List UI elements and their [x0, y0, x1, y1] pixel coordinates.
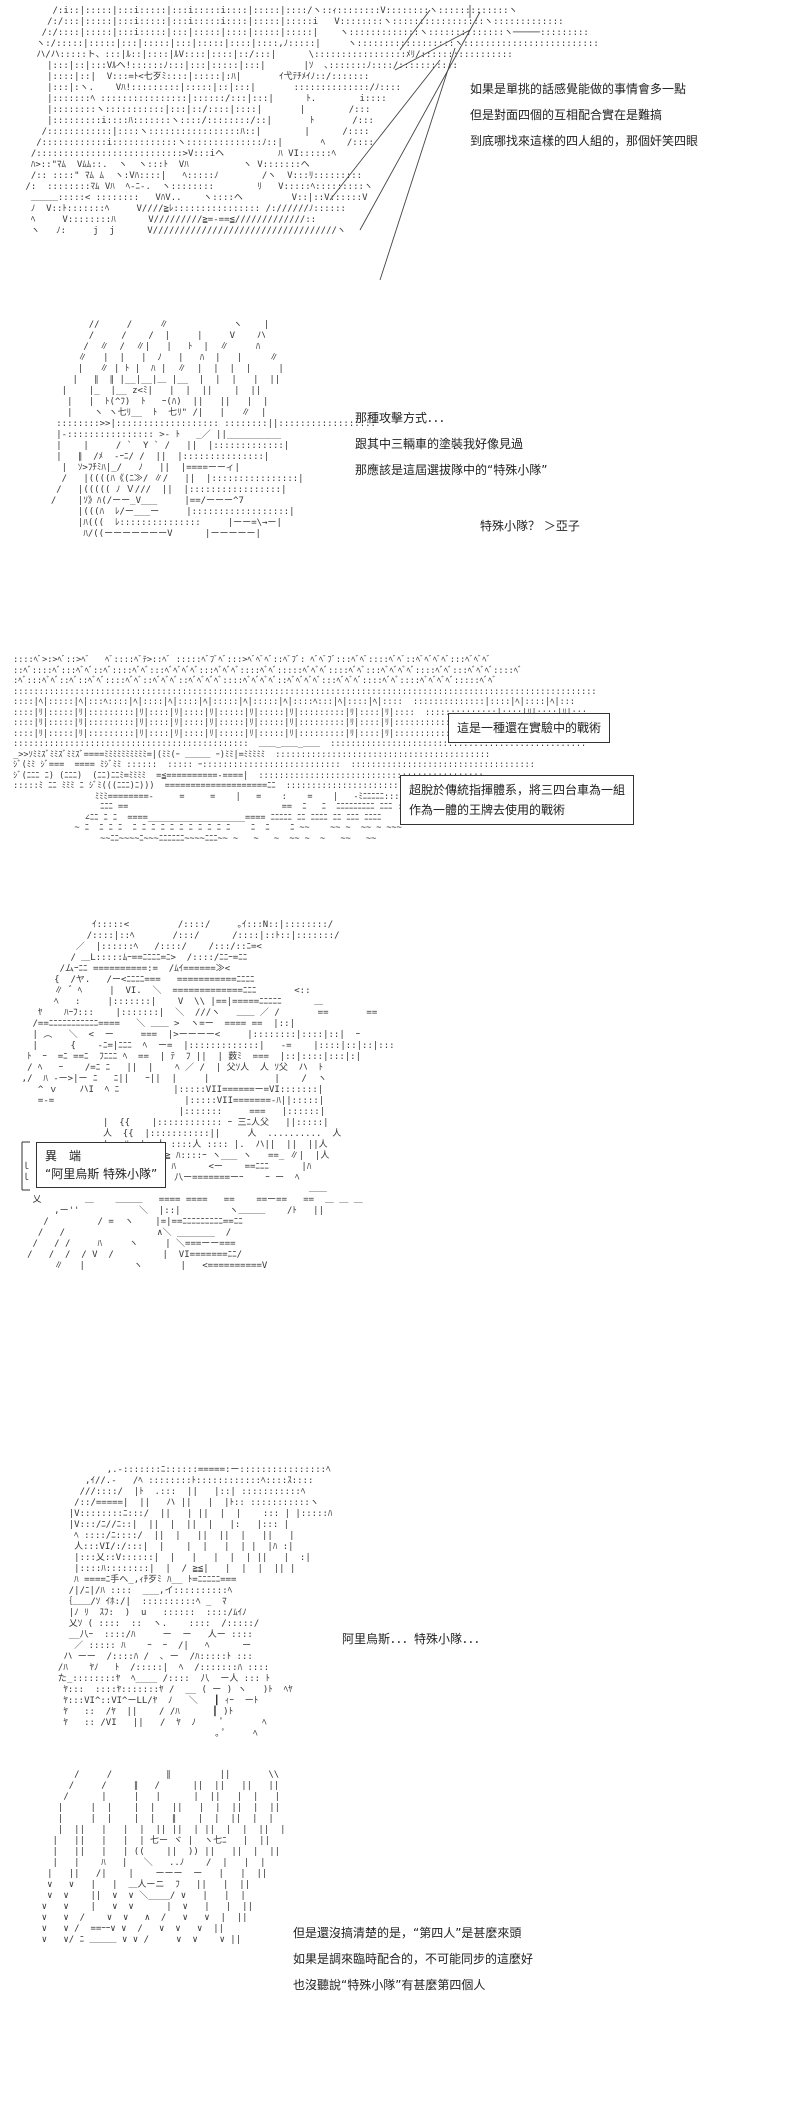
dialog-line: 但是還沒搞清楚的是，“第四人”是甚麼來頭: [293, 1926, 522, 1940]
aside-line: 特殊小隊？ ＞亞子: [480, 519, 580, 533]
dialog-line: 作為一體的王牌去使用的戰術: [409, 803, 566, 817]
speech-box-1: 這是一種還在實驗中的戰術: [448, 713, 611, 743]
ascii-art-character-long-hair: // / ∥ ヽ | / / / | | V ハ / ∥ / ∥| | ﾄ | …: [50, 320, 376, 539]
dialog-line: 那種攻擊方式．．．: [355, 411, 452, 425]
panel-4: ｲ:::::< /::::/ ｡ｲ:::N::|::::::::/ /::::|…: [0, 920, 800, 1450]
caption-box-arius-squad: 異 端 “阿里烏斯 特殊小隊”: [36, 1142, 167, 1188]
dialog-panel-6: 但是還沒搞清楚的是，“第四人”是甚麼來頭 如果是調來臨時配合的，不可能同步的這麼…: [293, 1920, 533, 1998]
dialog-line: 如果是單挑的話感覺能做的事情會多一點: [470, 82, 687, 96]
caption-subtitle: “阿里烏斯 特殊小隊”: [45, 1167, 158, 1181]
dialog-line: 超脫於傳統指揮體系，將三四台車為一組: [409, 783, 626, 797]
dialog-line: 阿里烏斯．．．特殊小隊．．．: [342, 1632, 487, 1646]
dialog-line: 如果是調來臨時配合的，不可能同步的這麼好: [293, 1952, 534, 1966]
panel-3: ::::ﾍﾞ>:>ﾍﾞ::>ﾍﾞ ﾍﾞ::::ﾍﾞﾃ>::ﾍﾞ :::::ﾍﾞﾌ…: [0, 655, 800, 905]
dialog-line: 那應該是這屆選拔隊中的“特殊小隊”: [355, 463, 548, 477]
dialog-line: 也沒聽說“特殊小隊”有甚麼第四個人: [293, 1978, 486, 1992]
panel-6: / / ∥ || \\ / / ∥ / || || || || / | | | …: [0, 1770, 800, 2105]
panel-2: // / ∥ ヽ | / / / | | V ハ / ∥ / ∥| | ﾄ | …: [0, 320, 800, 640]
panel-5: ,.-:::::::ﾆ::::::=====:ー::::::::::::::::…: [0, 1465, 800, 1755]
dialog-line: 但是對面四個的互相配合實在是難搞: [470, 108, 663, 122]
speech-box-2: 超脫於傳統指揮體系，將三四台車為一組 作為一體的王牌去使用的戰術: [400, 775, 635, 825]
ascii-art-tank-formation: ::::ﾍﾞ>:>ﾍﾞ::>ﾍﾞ ﾍﾞ::::ﾍﾞﾃ>::ﾍﾞ :::::ﾍﾞﾌ…: [13, 655, 604, 844]
speed-lines: [329, 5, 481, 281]
caption-title: 異 端: [45, 1149, 82, 1163]
ascii-art-character-cap: ,.-:::::::ﾆ::::::=====:ー::::::::::::::::…: [57, 1465, 333, 1739]
caption-bracket: [21, 1141, 30, 1191]
panel-1: /:i::|:::::|:::i:::::|:::i:::::i::::|:::…: [0, 0, 800, 300]
dialog-line: 這是一種還在實驗中的戰術: [457, 721, 602, 735]
dialog-panel-5: 阿里烏斯．．．特殊小隊．．．: [342, 1626, 486, 1652]
dialog-line: 到底哪找來這樣的四人組的，那個奸笑四眼: [470, 134, 699, 148]
dialog-panel-1: 如果是單挑的話感覺能做的事情會多一點 但是對面四個的互相配合實在是難搞 到底哪找…: [470, 76, 698, 154]
ascii-art-character-smirking: /:i::|:::::|:::i:::::|:::i:::::i::::|:::…: [25, 6, 599, 236]
dialog-line: 跟其中三輛車的塗裝我好像見過: [355, 437, 524, 451]
dialog-panel-2: 那種攻擊方式．．． 跟其中三輛車的塗裝我好像見過 那應該是這屆選拔隊中的“特殊小…: [355, 405, 547, 483]
ascii-art-character-long-hair-2: / / ∥ || \\ / / ∥ / || || || || / | | | …: [41, 1770, 286, 1945]
